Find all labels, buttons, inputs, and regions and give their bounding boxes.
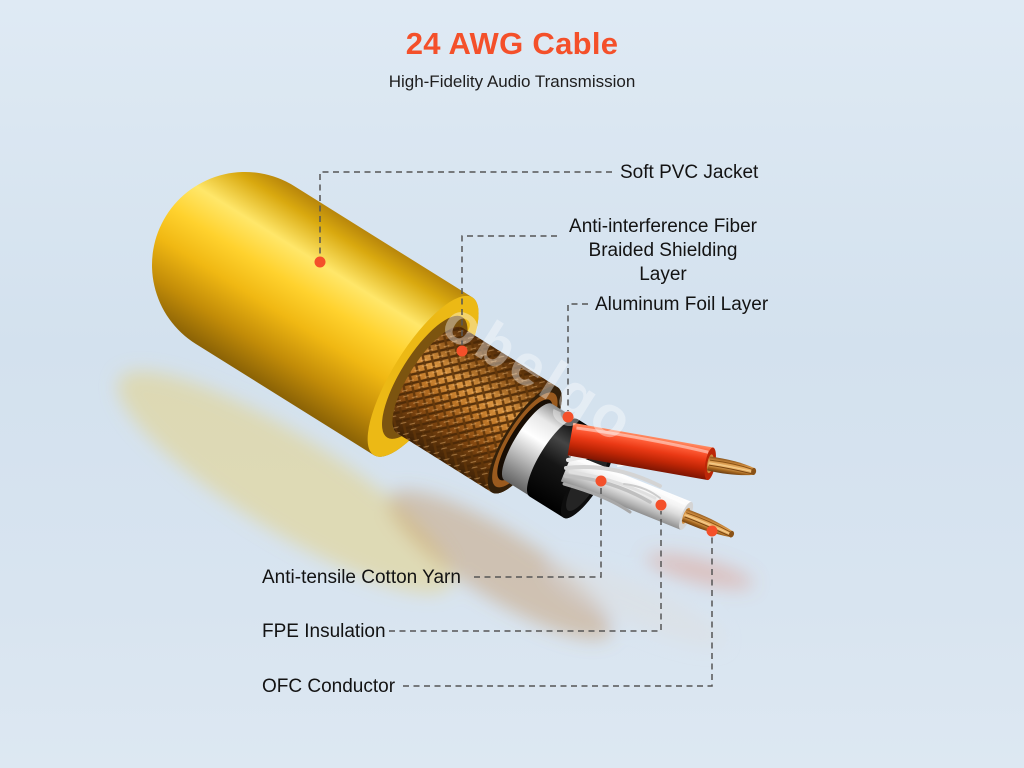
callout-dot-cotton: [595, 475, 607, 487]
page-title: 24 AWG Cable: [405, 26, 619, 61]
page-subtitle: High-Fidelity Audio Transmission: [388, 72, 636, 91]
label-aluminum-foil: Aluminum Foil Layer: [595, 294, 769, 315]
leader-line-fpe: [389, 511, 662, 632]
leader-line-cotton: [474, 487, 602, 578]
label-braided-shielding: Anti-interference Fiber Braided Shieldin…: [563, 215, 763, 287]
callout-dots: [314, 256, 718, 537]
cable-body: [152, 172, 615, 519]
callout-leader-lines: [319, 171, 713, 687]
leader-line-braid: [461, 235, 557, 345]
callout-dot-foil: [562, 411, 574, 423]
label-ofc-conductor: OFC Conductor: [262, 676, 396, 697]
white-wire-copper-conductor: [681, 509, 735, 538]
callout-dot-ofc: [706, 525, 718, 537]
leader-line-pvc: [319, 171, 612, 256]
callout-dot-pvc: [314, 256, 326, 268]
red-wire-copper-conductor: [707, 456, 757, 476]
leader-line-ofc: [403, 537, 713, 687]
floor-reflection: [117, 370, 754, 647]
label-braided-shielding-line2: Braided Shielding Layer: [588, 240, 738, 285]
callout-dot-braid: [456, 345, 468, 357]
label-cotton-yarn: Anti-tensile Cotton Yarn: [262, 567, 461, 588]
callout-dot-fpe: [655, 499, 667, 511]
label-soft-pvc-jacket: Soft PVC Jacket: [620, 162, 759, 183]
label-fpe-insulation: FPE Insulation: [262, 621, 386, 642]
label-braided-shielding-line1: Anti-interference Fiber: [569, 216, 757, 237]
red-wire: [567, 422, 757, 481]
